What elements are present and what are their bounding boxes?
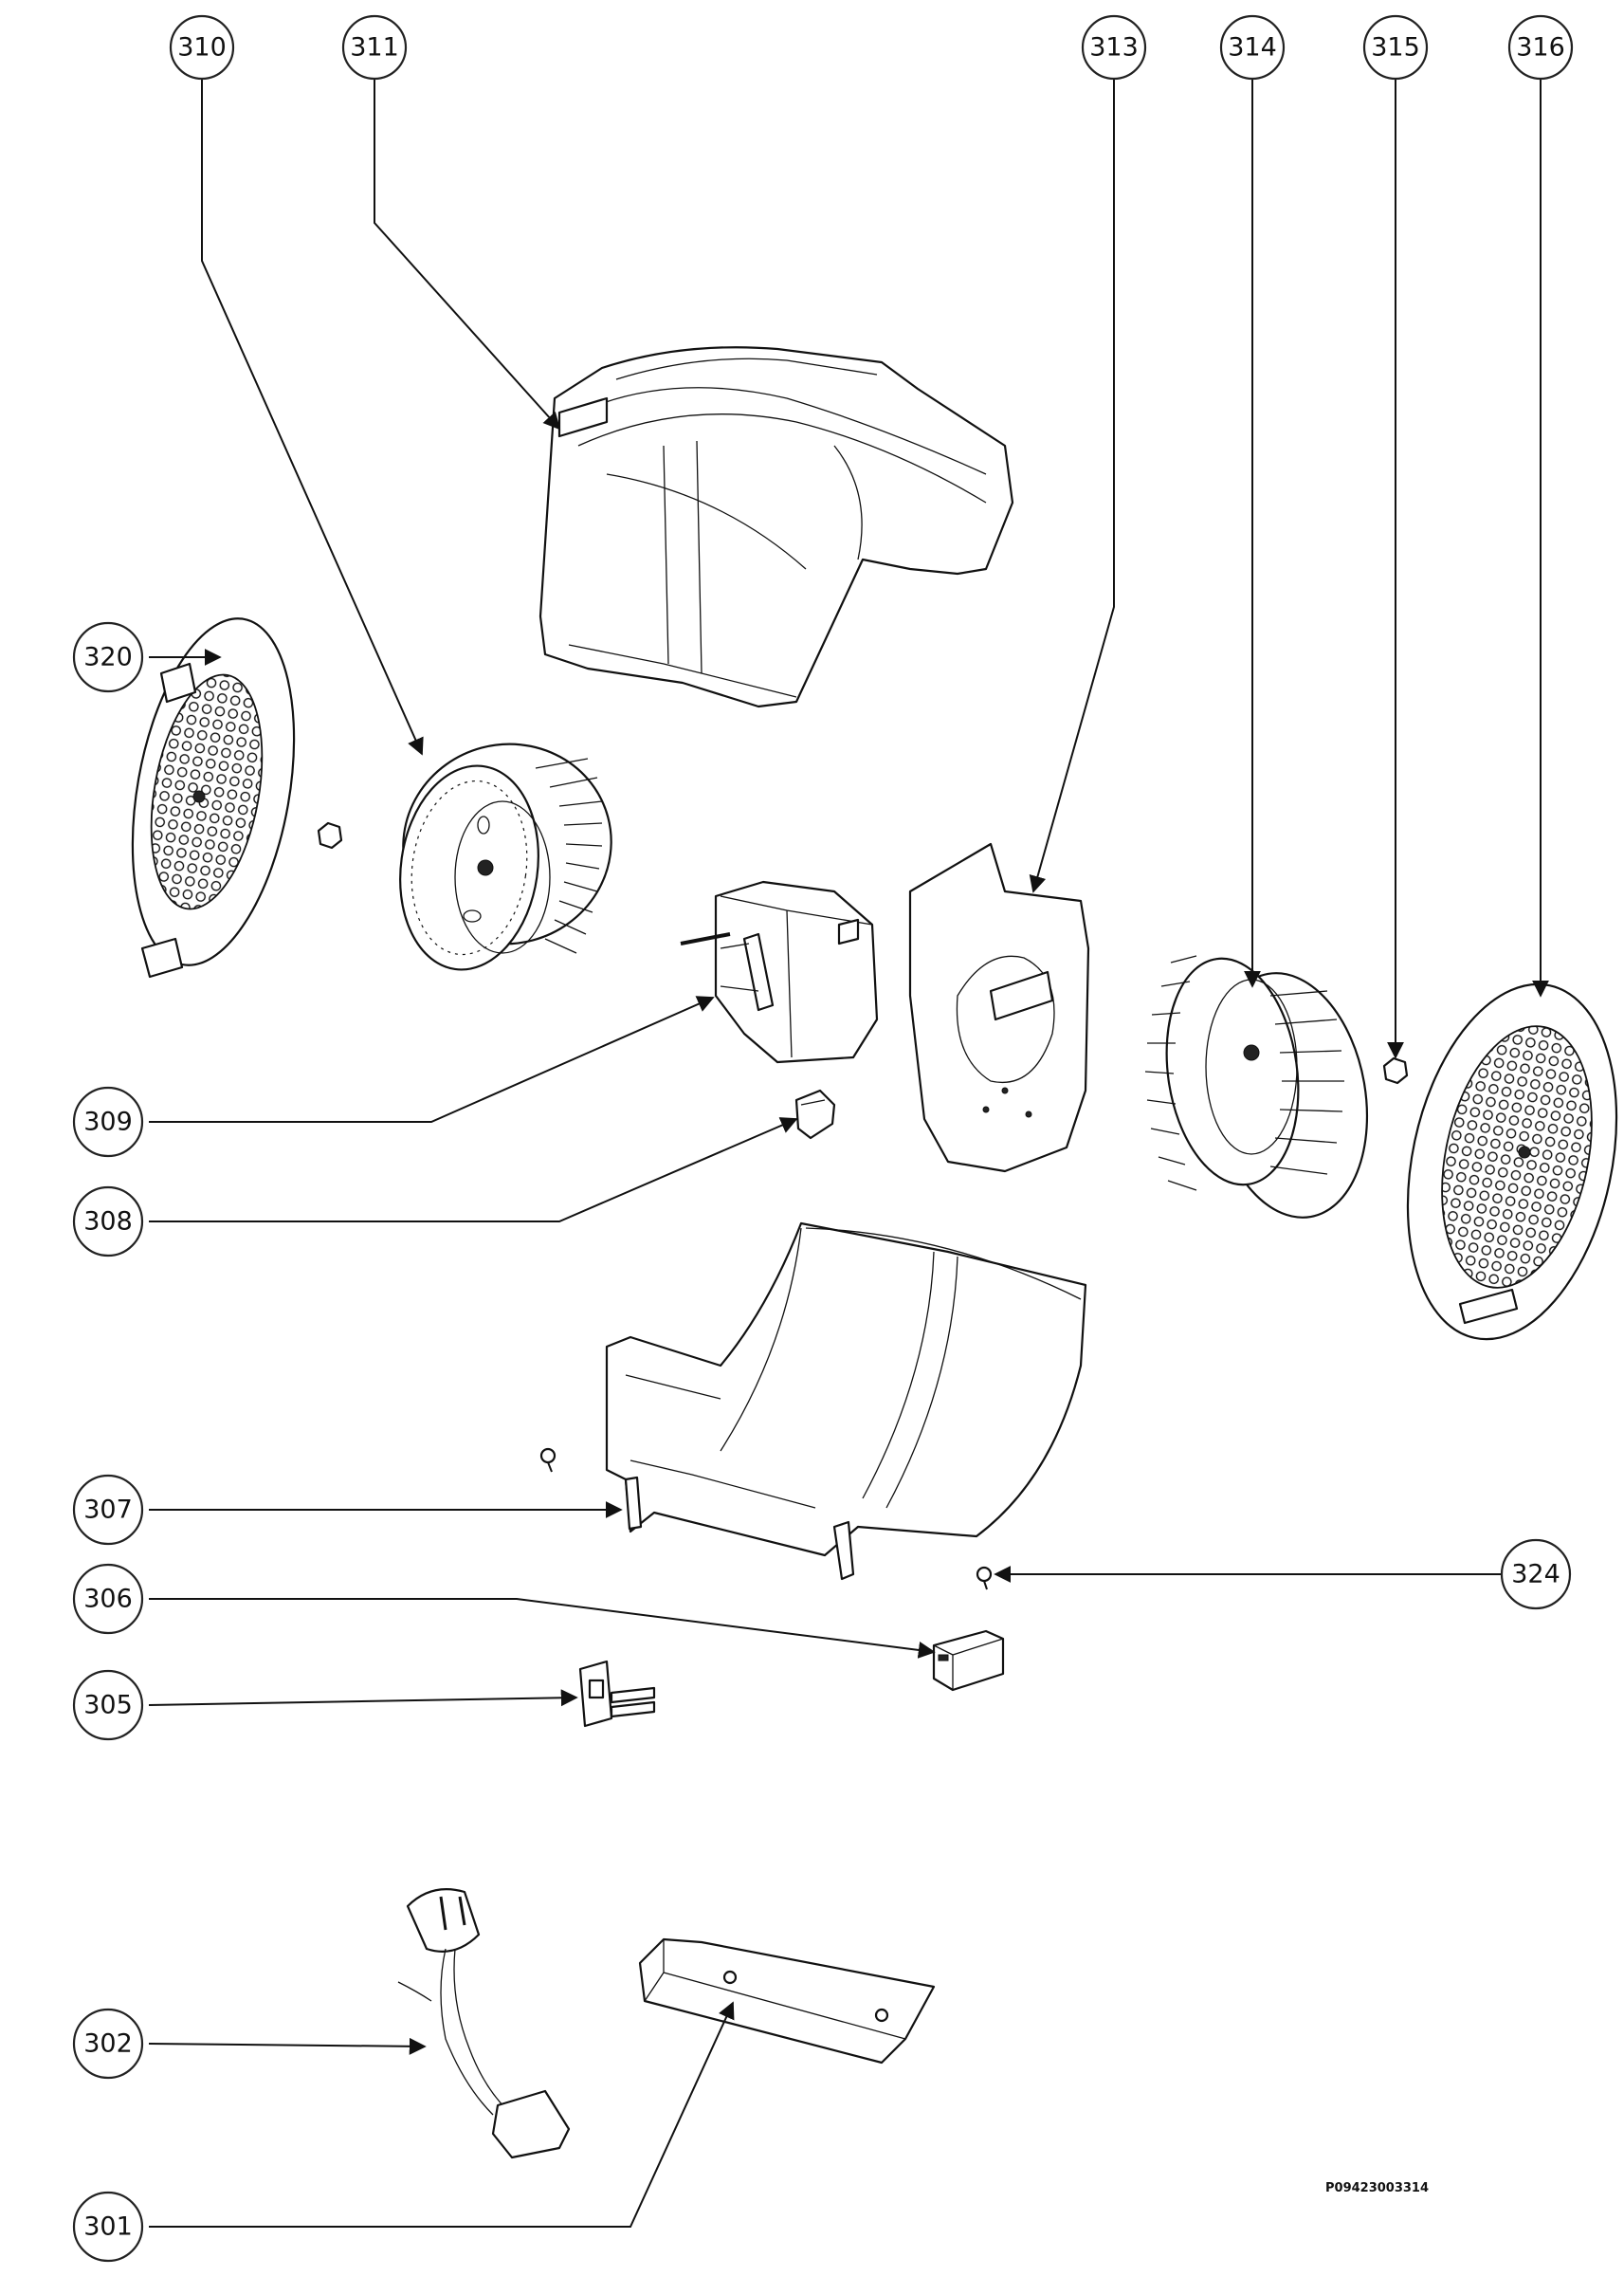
callout-label: 314 [1228,33,1277,63]
callout-310: 310 [169,14,235,81]
callout-315: 315 [1362,14,1429,81]
part-310-left-impeller [399,743,612,971]
part-301-cover-plate [638,1937,936,2065]
leader-313 [1029,80,1115,893]
screw-left [539,1447,557,1473]
leader-301 [149,2001,735,2228]
part-313-mounting-plate [908,842,1090,1173]
nut-left [317,821,343,850]
callout-label: 320 [83,643,133,672]
callout-313: 313 [1081,14,1147,81]
part-308-clip [794,1089,836,1140]
callout-label: 305 [83,1691,133,1720]
part-316-right-grille [1406,982,1618,1341]
callout-309: 309 [72,1086,144,1158]
callout-label: 315 [1371,33,1420,63]
callout-316: 316 [1507,14,1574,81]
callout-301: 301 [72,2191,144,2263]
callout-label: 324 [1511,1560,1560,1589]
leader-310 [201,80,424,756]
callout-label: 311 [350,33,399,63]
part-320-left-grille [131,617,296,979]
callout-label: 307 [83,1496,133,1525]
callout-label: 316 [1516,33,1565,63]
callout-311: 311 [341,14,408,81]
part-306-connector [932,1629,1005,1692]
callout-302: 302 [72,2008,144,2080]
callout-314: 314 [1219,14,1286,81]
part-315-nut [1382,1056,1409,1085]
callout-label: 306 [83,1585,133,1614]
callout-305: 305 [72,1669,144,1741]
part-311-upper-housing [538,346,1014,708]
callout-label: 301 [83,2212,133,2242]
callout-320: 320 [72,621,144,693]
part-309-motor [680,880,879,1064]
callout-label: 308 [83,1207,133,1237]
leader-308 [149,1117,798,1222]
part-324-screw [976,1566,993,1590]
callout-label: 313 [1089,33,1139,63]
part-305-terminal [578,1660,656,1728]
callout-label: 309 [83,1108,133,1137]
callout-label: 302 [83,2029,133,2059]
leader-306 [149,1598,936,1659]
part-302-power-cord [397,1888,571,2159]
leader-311 [374,80,561,431]
callout-324: 324 [1500,1538,1572,1610]
reference-code: P09423003314 [1325,2181,1430,2195]
part-314-right-impeller [1144,955,1369,1219]
callout-label: 310 [177,33,227,63]
callout-307: 307 [72,1474,144,1546]
callout-308: 308 [72,1185,144,1257]
leader-309 [149,996,715,1123]
part-307-lower-housing [605,1221,1087,1581]
leader-305 [148,1689,578,1707]
leader-302 [148,2037,427,2055]
callout-306: 306 [72,1563,144,1635]
leader-lines [148,80,1549,2228]
